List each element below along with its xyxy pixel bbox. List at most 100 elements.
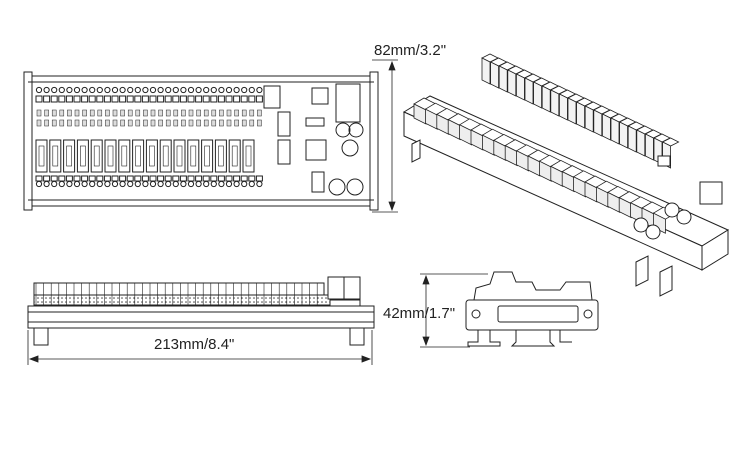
chip [311, 87, 329, 105]
terminal-screw [119, 86, 126, 94]
resistor [203, 119, 209, 127]
capacitor [346, 178, 364, 196]
capacitor [348, 122, 364, 138]
led [127, 109, 133, 117]
terminal-dividers [35, 283, 318, 305]
terminal-box [88, 175, 96, 182]
relay-row [35, 139, 255, 173]
iso-relay [567, 97, 577, 125]
terminal-screw [73, 180, 81, 188]
terminal-box [225, 95, 233, 103]
iso-relay [645, 133, 654, 161]
led [82, 109, 87, 117]
iso-relay [593, 109, 603, 137]
relay-body [107, 145, 114, 167]
terminal-box [96, 95, 104, 103]
terminal-box [157, 95, 165, 103]
terminal-box [65, 175, 73, 182]
chip [277, 111, 291, 137]
bottom-terminal-row [35, 175, 263, 188]
terminal-screw [195, 86, 202, 94]
relay-body [231, 145, 238, 167]
iso-terminal-side [573, 176, 586, 198]
resistor [249, 119, 255, 127]
terminal-box [50, 175, 58, 182]
terminal-screw [96, 180, 103, 188]
iso-relay [636, 129, 646, 157]
resistor [234, 119, 239, 127]
resistor [181, 119, 186, 127]
terminal-screw [210, 86, 217, 94]
iso-terminal-side [561, 170, 575, 193]
terminal-box [96, 175, 104, 182]
terminal-screw [218, 180, 225, 188]
terminal-screw [142, 180, 149, 188]
led [74, 109, 80, 117]
iso-relay [507, 69, 517, 97]
length-dimension [27, 330, 373, 365]
terminal-box [35, 175, 43, 182]
resistor [219, 119, 224, 127]
terminal-screw [35, 180, 43, 188]
iso-relay [481, 57, 491, 85]
resistor [257, 119, 262, 127]
led [89, 109, 95, 117]
resistor [135, 119, 141, 127]
isometric-view [402, 53, 730, 297]
terminal-box [179, 175, 187, 182]
terminal-box [149, 175, 157, 182]
led [219, 109, 224, 117]
iso-relay [541, 85, 551, 113]
terminal-screw [195, 180, 202, 188]
terminal-screw [241, 180, 248, 188]
terminal-box [119, 175, 127, 182]
resistor [44, 119, 49, 127]
terminal-box [81, 95, 89, 103]
terminal-screw [104, 86, 111, 94]
iso-relay [559, 93, 568, 121]
led [249, 109, 255, 117]
terminal-box [43, 175, 51, 182]
iso-relay [516, 73, 525, 101]
connector [311, 171, 325, 193]
iso-terminal-side [550, 165, 564, 188]
terminal-box [217, 95, 225, 103]
terminal-screw [241, 86, 248, 94]
din-rail [27, 321, 375, 329]
resistor [112, 119, 118, 127]
terminal-screw [256, 86, 263, 94]
led [97, 109, 103, 117]
led [105, 109, 110, 117]
terminal-box [73, 175, 81, 182]
led [158, 109, 163, 117]
iso-terminal-side [413, 103, 427, 125]
terminal-screw [203, 180, 210, 188]
resistor [36, 119, 42, 127]
led [135, 109, 141, 117]
terminal-box [134, 175, 142, 182]
iso-terminal-side [584, 181, 598, 203]
led [112, 109, 118, 117]
terminal-box [111, 175, 119, 182]
terminal-screw [165, 180, 172, 188]
iso-terminal-side [516, 150, 529, 172]
terminal-screw [119, 180, 126, 188]
iso-terminal-side [482, 134, 495, 156]
terminal-box [172, 175, 180, 182]
led [143, 109, 148, 117]
terminal-screw [172, 86, 179, 94]
terminal-screw [66, 180, 73, 188]
top-terminal-row [35, 86, 263, 127]
terminal-screw [43, 180, 50, 188]
iso-terminal-side [493, 139, 507, 162]
terminal-screw [233, 180, 240, 188]
terminal-box [50, 95, 58, 103]
resistor [127, 119, 133, 127]
relay-body [245, 145, 252, 167]
resistor [196, 119, 201, 127]
terminal-box [141, 175, 149, 182]
terminal-box [73, 95, 81, 103]
terminal-box [210, 95, 218, 103]
resistor [158, 119, 163, 127]
base-housing [27, 305, 375, 323]
